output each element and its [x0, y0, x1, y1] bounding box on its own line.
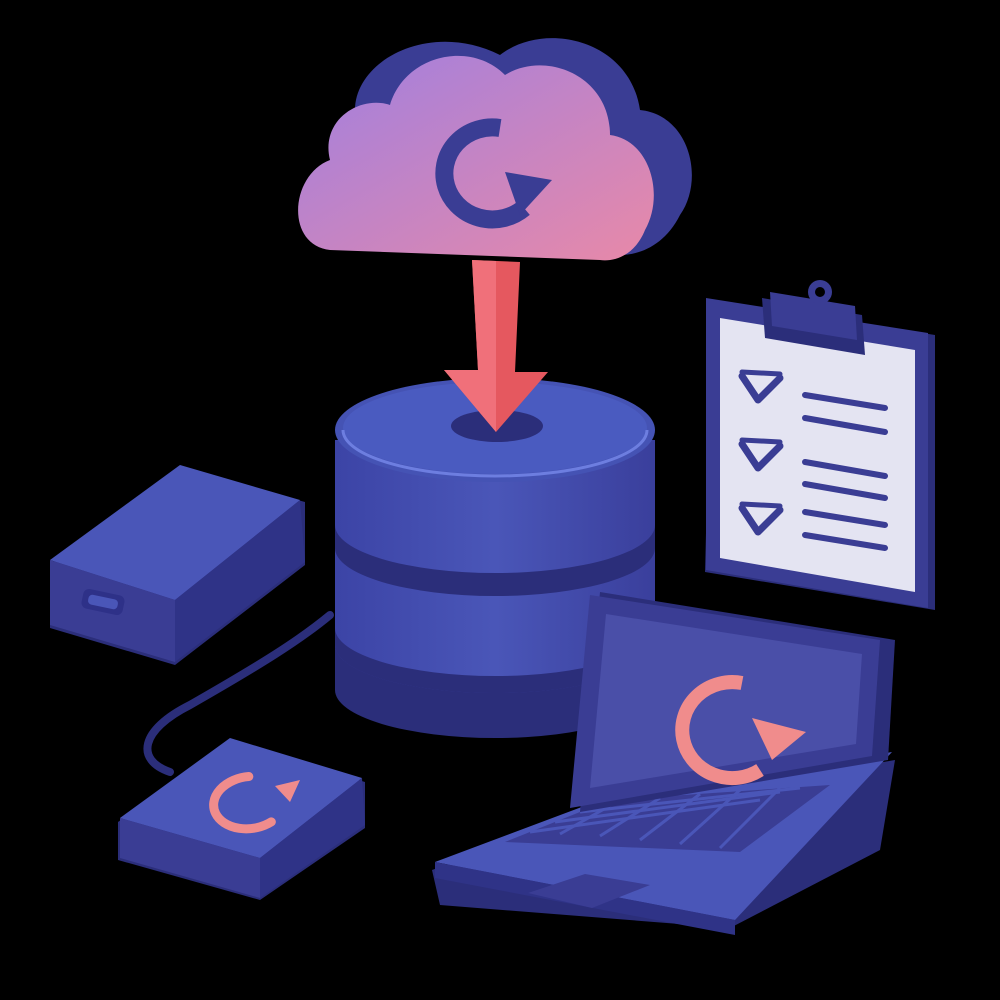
checklist-item [738, 501, 888, 551]
cloud-sync-arrow-icon [435, 118, 552, 229]
laptop-sync-icon [432, 592, 895, 935]
clipboard-checklist-icon [705, 280, 935, 610]
cable-icon [143, 611, 334, 776]
laptop-sync-arrow-icon [675, 675, 806, 786]
laptop-touchpad [528, 874, 650, 908]
sync-drive-icon [118, 738, 365, 900]
checklist-item [738, 437, 888, 501]
download-arrow-icon [444, 260, 548, 432]
external-drive-icon [50, 465, 305, 665]
cloud-sync-icon [298, 38, 692, 261]
drive-sync-arrow-icon [209, 772, 300, 834]
checklist-item [738, 369, 888, 435]
